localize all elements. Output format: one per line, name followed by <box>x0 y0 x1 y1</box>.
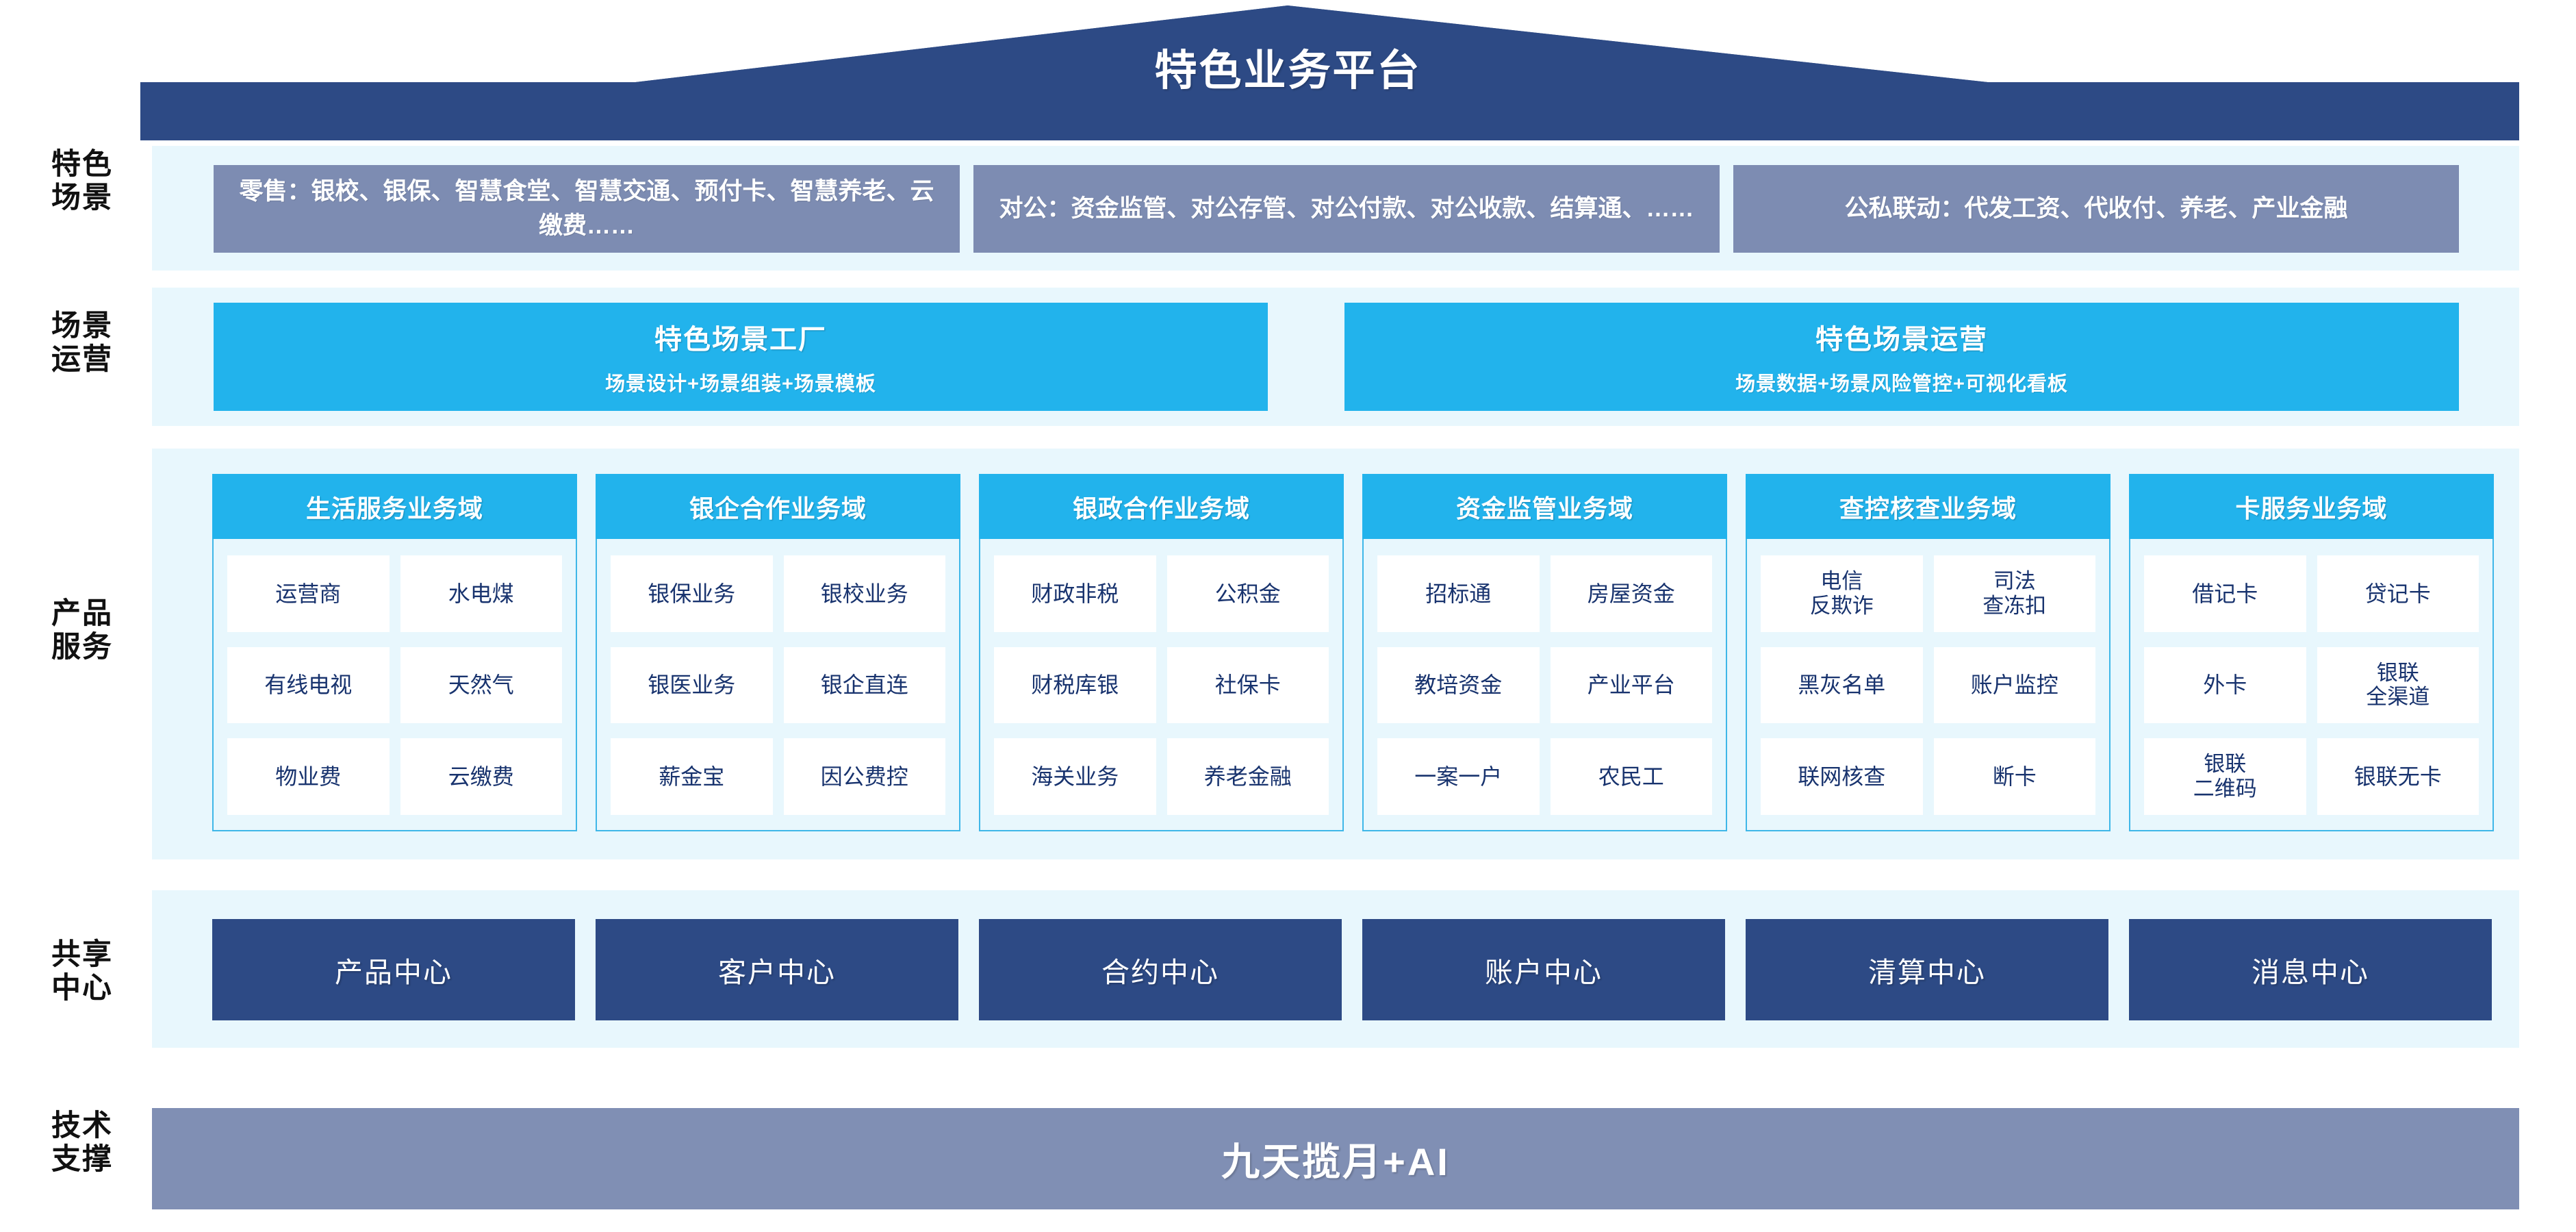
domain-item[interactable]: 运营商 <box>227 555 390 632</box>
domain-item[interactable]: 云缴费 <box>400 738 562 815</box>
domain-item[interactable]: 房屋资金 <box>1550 555 1712 632</box>
domain-items-fund-supervision: 招标通 房屋资金 教培资金 产业平台 一案一户 农民工 <box>1364 539 1726 830</box>
domain-item[interactable]: 一案一户 <box>1377 738 1540 815</box>
domain-item[interactable]: 养老金融 <box>1166 738 1329 815</box>
domain-item[interactable]: 银企直连 <box>783 646 945 724</box>
side-label-operations-line1: 场景 <box>51 310 113 342</box>
tech-support-bar: 九天揽月+AI <box>152 1108 2519 1209</box>
side-label-operations: 场景运营 <box>14 310 151 376</box>
platform-roof-banner: 特色业务平台 <box>0 0 2576 140</box>
scenes-band: 零售：银校、银保、智慧食堂、智慧交通、预付卡、智慧养老、云缴费…… 对公：资金监… <box>152 146 2519 271</box>
domain-item[interactable]: 海关业务 <box>994 738 1156 815</box>
ops-factory-title: 特色场景工厂 <box>654 325 827 355</box>
domain-title-card-service: 卡服务业务域 <box>2129 474 2494 539</box>
side-label-scenes: 特色场景 <box>14 148 151 214</box>
ops-operation-subtitle: 场景数据+场景风险管控+可视化看板 <box>1735 373 2068 395</box>
domain-items-investigation: 电信反欺诈 司法查冻扣 黑灰名单 账户监控 联网核查 断卡 <box>1747 539 2109 830</box>
scene-box-public-private: 公私联动：代发工资、代收付、养老、产业金融 <box>1733 165 2459 253</box>
domain-item[interactable]: 贷记卡 <box>2317 555 2479 632</box>
domain-item[interactable]: 水电煤 <box>400 555 562 632</box>
domain-card-fund-supervision[interactable]: 资金监管业务域 招标通 房屋资金 教培资金 产业平台 一案一户 农民工 <box>1362 474 1727 831</box>
side-label-tech-line2: 支撑 <box>51 1142 113 1176</box>
side-label-tech-line1: 技术 <box>51 1109 113 1142</box>
side-label-scenes-line1: 特色 <box>51 148 113 181</box>
side-label-shared-line2: 中心 <box>51 971 113 1005</box>
shared-center-customer[interactable]: 客户中心 <box>596 919 958 1020</box>
domain-item[interactable]: 借记卡 <box>2144 555 2306 632</box>
domain-item[interactable]: 断卡 <box>1933 738 2095 815</box>
shared-center-account[interactable]: 账户中心 <box>1362 919 1725 1020</box>
roof-shape <box>140 5 2519 140</box>
side-label-shared: 共享中心 <box>14 938 151 1005</box>
shared-center-product[interactable]: 产品中心 <box>212 919 575 1020</box>
domain-item[interactable]: 电信反欺诈 <box>1761 555 1923 632</box>
page-title: 特色业务平台 <box>1154 47 1422 95</box>
domain-item[interactable]: 有线电视 <box>227 646 390 724</box>
domain-item[interactable]: 招标通 <box>1377 555 1540 632</box>
domain-items-bank-government: 财政非税 公积金 财税库银 社保卡 海关业务 养老金融 <box>980 539 1342 830</box>
domain-item[interactable]: 银联二维码 <box>2144 738 2306 815</box>
domain-item[interactable]: 教培资金 <box>1377 646 1540 724</box>
ops-operation-title: 特色场景运营 <box>1815 325 1988 355</box>
domain-item[interactable]: 财政非税 <box>994 555 1156 632</box>
domain-title-bank-enterprise: 银企合作业务域 <box>596 474 960 539</box>
scene-box-retail: 零售：银校、银保、智慧食堂、智慧交通、预付卡、智慧养老、云缴费…… <box>214 165 960 253</box>
shared-center-message[interactable]: 消息中心 <box>2129 919 2492 1020</box>
side-label-tech: 技术支撑 <box>14 1109 151 1176</box>
domain-title-life-service: 生活服务业务域 <box>212 474 577 539</box>
side-label-shared-line1: 共享 <box>51 938 113 971</box>
domain-card-bank-government[interactable]: 银政合作业务域 财政非税 公积金 财税库银 社保卡 海关业务 养老金融 <box>979 474 1344 831</box>
domain-item[interactable]: 银校业务 <box>783 555 945 632</box>
domain-items-life-service: 运营商 水电煤 有线电视 天然气 物业费 云缴费 <box>214 539 576 830</box>
shared-centers-band: 产品中心 客户中心 合约中心 账户中心 清算中心 消息中心 <box>152 890 2519 1048</box>
ops-box-scene-factory: 特色场景工厂 场景设计+场景组装+场景模板 <box>214 303 1268 411</box>
domain-item[interactable]: 物业费 <box>227 738 390 815</box>
ops-box-scene-operation: 特色场景运营 场景数据+场景风险管控+可视化看板 <box>1344 303 2459 411</box>
domain-item[interactable]: 司法查冻扣 <box>1933 555 2095 632</box>
domain-item[interactable]: 社保卡 <box>1166 646 1329 724</box>
ops-factory-subtitle: 场景设计+场景组装+场景模板 <box>605 373 876 395</box>
operations-band: 特色场景工厂 场景设计+场景组装+场景模板 特色场景运营 场景数据+场景风险管控… <box>152 288 2519 426</box>
domain-card-life-service[interactable]: 生活服务业务域 运营商 水电煤 有线电视 天然气 物业费 云缴费 <box>212 474 577 831</box>
side-label-products-line2: 服务 <box>51 630 113 664</box>
domain-item[interactable]: 外卡 <box>2144 646 2306 724</box>
domain-item[interactable]: 公积金 <box>1166 555 1329 632</box>
domain-items-bank-enterprise: 银保业务 银校业务 银医业务 银企直连 薪金宝 因公费控 <box>597 539 959 830</box>
domain-item[interactable]: 薪金宝 <box>611 738 773 815</box>
domain-title-bank-government: 银政合作业务域 <box>979 474 1344 539</box>
domain-item[interactable]: 联网核查 <box>1761 738 1923 815</box>
side-label-products-line1: 产品 <box>51 597 113 630</box>
domain-item[interactable]: 银医业务 <box>611 646 773 724</box>
domain-item[interactable]: 因公费控 <box>783 738 945 815</box>
domain-item[interactable]: 农民工 <box>1550 738 1712 815</box>
domain-item[interactable]: 银联无卡 <box>2317 738 2479 815</box>
side-label-scenes-line2: 场景 <box>51 181 113 214</box>
domain-card-card-service[interactable]: 卡服务业务域 借记卡 贷记卡 外卡 银联全渠道 银联二维码 银联无卡 <box>2129 474 2494 831</box>
domain-card-investigation[interactable]: 查控核查业务域 电信反欺诈 司法查冻扣 黑灰名单 账户监控 联网核查 断卡 <box>1746 474 2110 831</box>
domain-item[interactable]: 银保业务 <box>611 555 773 632</box>
scene-box-corporate: 对公：资金监管、对公存管、对公付款、对公收款、结算通、…… <box>973 165 1720 253</box>
domain-item[interactable]: 账户监控 <box>1933 646 2095 724</box>
domain-item[interactable]: 银联全渠道 <box>2317 646 2479 724</box>
domain-card-bank-enterprise[interactable]: 银企合作业务域 银保业务 银校业务 银医业务 银企直连 薪金宝 因公费控 <box>596 474 960 831</box>
domain-item[interactable]: 财税库银 <box>994 646 1156 724</box>
domain-title-fund-supervision: 资金监管业务域 <box>1362 474 1727 539</box>
domain-item[interactable]: 黑灰名单 <box>1761 646 1923 724</box>
side-label-products: 产品服务 <box>14 597 151 664</box>
side-label-operations-line2: 运营 <box>51 342 113 376</box>
domain-title-investigation: 查控核查业务域 <box>1746 474 2110 539</box>
domain-item[interactable]: 产业平台 <box>1550 646 1712 724</box>
shared-center-clearing[interactable]: 清算中心 <box>1746 919 2108 1020</box>
domain-items-card-service: 借记卡 贷记卡 外卡 银联全渠道 银联二维码 银联无卡 <box>2130 539 2492 830</box>
domain-item[interactable]: 天然气 <box>400 646 562 724</box>
shared-center-contract[interactable]: 合约中心 <box>979 919 1342 1020</box>
